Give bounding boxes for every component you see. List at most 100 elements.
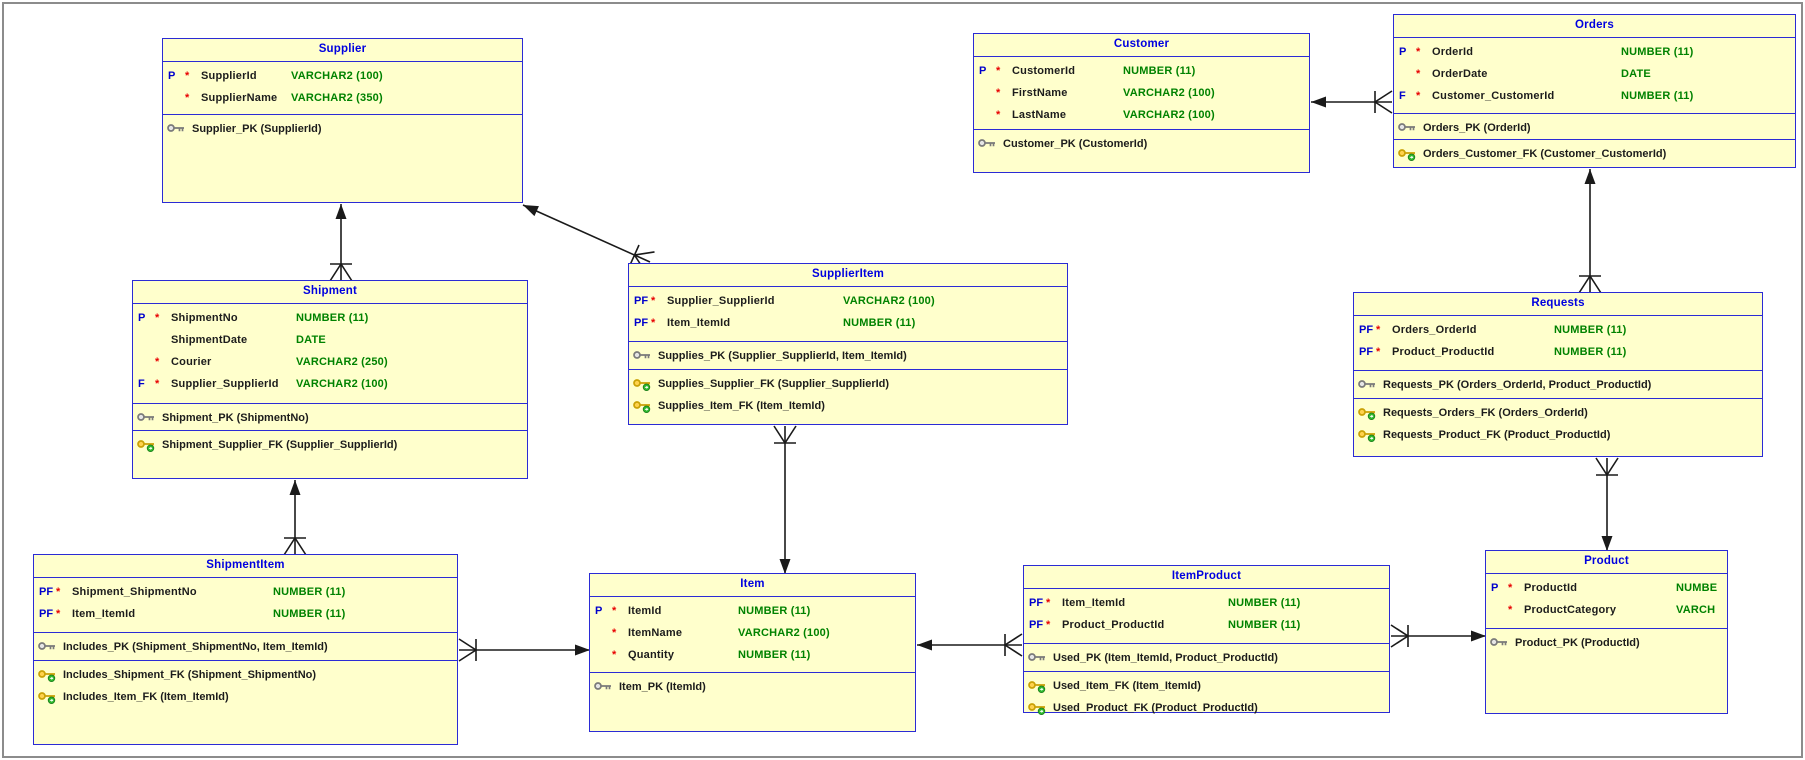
attribute-type: VARCHAR2 (100) xyxy=(1123,109,1215,121)
attribute-row: P*CustomerId NUMBER (11) xyxy=(974,60,1309,82)
key-flag: PF xyxy=(1029,597,1044,609)
attribute-type: NUMBER (11) xyxy=(1228,619,1301,631)
attribute-compartment: P*ItemId NUMBER (11) *ItemName VARCHAR2 … xyxy=(590,597,915,673)
one-end-arrow xyxy=(335,204,347,219)
attribute-row: P*ProductId NUMBE xyxy=(1486,577,1727,599)
required-flag: * xyxy=(155,356,160,368)
attribute-type: VARCHAR2 (350) xyxy=(291,92,383,104)
attribute-row: P*ShipmentNo NUMBER (11) xyxy=(133,307,527,329)
attribute-type: NUMBER (11) xyxy=(1621,90,1694,102)
required-flag: * xyxy=(1416,68,1421,80)
one-end-arrow xyxy=(1311,96,1326,108)
attribute-name: Supplier_SupplierId xyxy=(667,295,775,307)
pk-row: Item_PK (ItemId) xyxy=(590,676,915,698)
entity-Requests[interactable]: Requests PF* Orders_OrderId NUMBER (11) P… xyxy=(1353,292,1763,457)
attribute-type: VARCHAR2 (100) xyxy=(738,627,830,639)
attribute-type: NUMBER (11) xyxy=(1554,346,1627,358)
fk-key-icon xyxy=(1398,148,1417,161)
relationship-Requests-Product[interactable] xyxy=(1595,457,1619,551)
one-end-arrow xyxy=(779,559,791,574)
attribute-row: PF*Item_ItemId NUMBER (11) xyxy=(629,312,1067,334)
relationship-SupplierItem-Supplier[interactable] xyxy=(522,204,655,273)
entity-SupplierItem[interactable]: SupplierItem PF*Supplier_SupplierId VARC… xyxy=(628,263,1068,425)
fk-row: Supplies_Supplier_FK (Supplier_SupplierI… xyxy=(629,373,1067,395)
required-flag: * xyxy=(1416,90,1421,102)
entity-Product[interactable]: Product P*ProductId NUMBE *ProductCatego… xyxy=(1485,550,1728,714)
attribute-type: NUMBER (11) xyxy=(738,605,811,617)
fk-label: Used_Item_FK (Item_ItemId) xyxy=(1053,680,1201,692)
relationship-Requests-Orders[interactable] xyxy=(1578,169,1602,294)
relationship-Shipment-Supplier[interactable] xyxy=(329,204,353,282)
attribute-type: VARCHAR2 (250) xyxy=(296,356,388,368)
entity-Shipment[interactable]: Shipment P*ShipmentNo NUMBER (11) Shipme… xyxy=(132,280,528,479)
entity-ItemProduct[interactable]: ItemProduct PF*Item_ItemId NUMBER (11) P… xyxy=(1023,565,1390,715)
pk-row: Includes_PK (Shipment_ShipmentNo, Item_I… xyxy=(34,636,457,658)
fk-key-icon xyxy=(38,669,57,682)
pk-key-icon xyxy=(38,641,57,654)
fk-key-icon xyxy=(137,439,156,452)
relationship-ShipmentItem-Item[interactable] xyxy=(458,638,590,662)
attribute-type: DATE xyxy=(296,334,326,346)
attribute-name: Item_ItemId xyxy=(72,608,136,620)
pk-compartment: Product_PK (ProductId) xyxy=(1486,629,1727,713)
pk-key-icon xyxy=(137,412,156,425)
attribute-name: LastName xyxy=(1012,109,1067,121)
attribute-type: VARCHAR2 (100) xyxy=(296,378,388,390)
pk-label: Used_PK (Item_ItemId, Product_ProductId) xyxy=(1053,652,1278,664)
pk-key-icon xyxy=(1028,652,1047,665)
key-flag: F xyxy=(1399,90,1406,102)
fk-compartment: Supplies_Supplier_FK (Supplier_SupplierI… xyxy=(629,370,1067,424)
entity-Item[interactable]: Item P*ItemId NUMBER (11) *ItemName VARC… xyxy=(589,573,916,732)
attribute-type: NUMBER (11) xyxy=(1228,597,1301,609)
attribute-name: Orders_OrderId xyxy=(1392,324,1477,336)
required-flag: * xyxy=(651,317,656,329)
pk-compartment: Orders_PK (OrderId) xyxy=(1394,114,1795,140)
entity-title: Shipment xyxy=(133,281,527,304)
pk-label: Supplier_PK (SupplierId) xyxy=(192,123,322,135)
one-end-arrow xyxy=(1471,630,1486,642)
entity-Orders[interactable]: Orders P*OrderId NUMBER (11) *OrderDate … xyxy=(1393,14,1796,168)
key-flag: PF xyxy=(1029,619,1044,631)
pk-row: Shipment_PK (ShipmentNo) xyxy=(133,407,527,429)
relationship-ShipmentItem-Shipment[interactable] xyxy=(283,480,307,556)
attribute-row: PF*Product_ProductId NUMBER (11) xyxy=(1024,614,1389,636)
attribute-compartment: PF* Orders_OrderId NUMBER (11) PF*Product… xyxy=(1354,316,1762,371)
entity-title: Product xyxy=(1486,551,1727,574)
relationship-Orders-Customer[interactable] xyxy=(1311,90,1393,114)
entity-Customer[interactable]: Customer P*CustomerId NUMBER (11) *First… xyxy=(973,33,1310,173)
entity-title: Supplier xyxy=(163,39,522,62)
pk-compartment: Shipment_PK (ShipmentNo) xyxy=(133,404,527,431)
key-flag: PF xyxy=(1359,324,1374,336)
attribute-type: NUMBER (11) xyxy=(1123,65,1196,77)
entity-title: Requests xyxy=(1354,293,1762,316)
attribute-row: P*SupplierId VARCHAR2 (100) xyxy=(163,65,522,87)
pk-compartment: Item_PK (ItemId) xyxy=(590,673,915,731)
relationship-SupplierItem-Item[interactable] xyxy=(773,425,797,574)
relationship-ItemProduct-Item[interactable] xyxy=(917,633,1023,657)
relationship-ItemProduct-Product[interactable] xyxy=(1390,624,1486,648)
pk-row: Requests_PK (Orders_OrderId, Product_Pro… xyxy=(1354,374,1762,396)
attribute-name: SupplierId xyxy=(201,70,257,82)
attribute-row: PF*Product_ProductId NUMBER (11) xyxy=(1354,341,1762,363)
attribute-type: VARCHAR2 (100) xyxy=(1123,87,1215,99)
one-end-arrow xyxy=(917,639,932,651)
pk-label: Shipment_PK (ShipmentNo) xyxy=(162,412,309,424)
pk-label: Product_PK (ProductId) xyxy=(1515,637,1640,649)
attribute-name: ShipmentNo xyxy=(171,312,238,324)
attribute-type: VARCHAR2 (100) xyxy=(843,295,935,307)
fk-key-icon xyxy=(633,400,652,413)
entity-ShipmentItem[interactable]: ShipmentItem PF*Shipment_ShipmentNo NUMB… xyxy=(33,554,458,745)
attribute-name: Item_ItemId xyxy=(667,317,731,329)
entity-Supplier[interactable]: Supplier P*SupplierId VARCHAR2 (100) * Su… xyxy=(162,38,523,203)
required-flag: * xyxy=(1376,324,1381,336)
attribute-name: ItemName xyxy=(628,627,683,639)
pk-compartment: Used_PK (Item_ItemId, Product_ProductId) xyxy=(1024,644,1389,672)
attribute-name: OrderId xyxy=(1432,46,1474,58)
required-flag: * xyxy=(185,92,190,104)
key-flag: PF xyxy=(39,608,54,620)
key-flag: P xyxy=(979,65,987,77)
attribute-name: Courier xyxy=(171,356,212,368)
required-flag: * xyxy=(1046,619,1051,631)
